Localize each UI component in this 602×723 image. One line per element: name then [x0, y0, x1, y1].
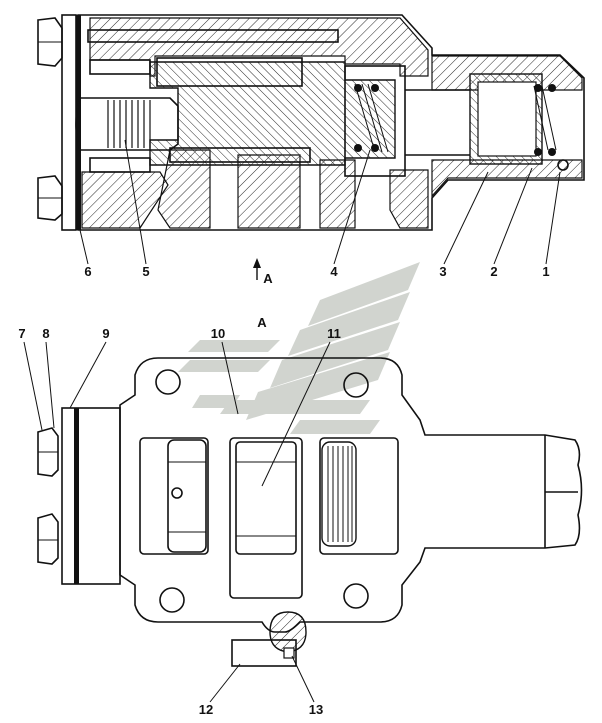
spring-5: [107, 100, 151, 148]
thread-nut-bottom: [89, 157, 151, 173]
spool-groove: [156, 57, 303, 87]
body-hatch-bottom: [81, 171, 169, 229]
view-arrow: [253, 258, 261, 280]
view-title: A: [257, 315, 267, 330]
cap-3-inner: [477, 81, 537, 157]
label-5: 5: [142, 264, 149, 279]
mount-hole-bottom-left: [159, 587, 185, 613]
port-window-left: [139, 437, 209, 555]
body-hatch-right: [389, 169, 429, 229]
ball-1: [557, 159, 569, 171]
left-plug: [75, 97, 179, 151]
label-9: 9: [102, 326, 109, 341]
mount-hole-top-right: [343, 372, 369, 398]
end-cover: [61, 14, 77, 231]
spool-end-left: [167, 439, 207, 553]
spring-view: [321, 441, 357, 547]
pin-hole: [171, 487, 183, 499]
bottom-fitting-12: [231, 639, 297, 667]
section-view: [37, 14, 585, 231]
gasket: [76, 15, 81, 230]
spool-land: [169, 147, 311, 163]
bolt-head-bottom: [37, 175, 63, 221]
label-12: 12: [199, 702, 213, 717]
leader-lines-bottom: [23, 341, 331, 703]
bolt-head-7-bottom: [37, 513, 59, 565]
label-13: 13: [309, 702, 323, 717]
body-outline-view: [119, 357, 583, 633]
rod: [87, 29, 339, 43]
external-view: [37, 357, 583, 667]
label-4: 4: [330, 264, 338, 279]
leader-lines-top: [79, 139, 561, 265]
spring-2: [533, 84, 557, 156]
label-2: 2: [490, 264, 497, 279]
bolt-head-top: [37, 17, 63, 67]
body-hatch-right-bottom: [431, 159, 583, 198]
bolt-head-7-top: [37, 427, 59, 477]
plug-13-seal: [283, 647, 295, 659]
gasket-view: [74, 408, 79, 584]
label-11: 11: [327, 326, 341, 341]
label-6: 6: [84, 264, 91, 279]
watermark-logo: [178, 262, 420, 434]
mount-hole-top-left: [155, 369, 181, 395]
thread-nut: [89, 59, 151, 75]
label-7: 7: [18, 326, 25, 341]
label-3: 3: [439, 264, 446, 279]
spool-end-center: [235, 441, 297, 555]
body-hatch-bottom-right: [319, 159, 356, 229]
label-8: 8: [42, 326, 49, 341]
label-1: 1: [542, 264, 549, 279]
spring-4: [354, 83, 389, 153]
label-10: 10: [211, 326, 225, 341]
valve-body-outline: [77, 14, 585, 231]
plug-13: [269, 611, 307, 653]
spring-chamber-4: [344, 65, 406, 177]
body-hatch-bottom-mid2: [237, 154, 301, 229]
end-plate-9: [61, 407, 121, 585]
port-window-center: [229, 437, 303, 599]
port-window-right: [319, 437, 399, 555]
mount-hole-bottom-right: [343, 583, 369, 609]
view-arrow-label: A: [263, 271, 273, 286]
